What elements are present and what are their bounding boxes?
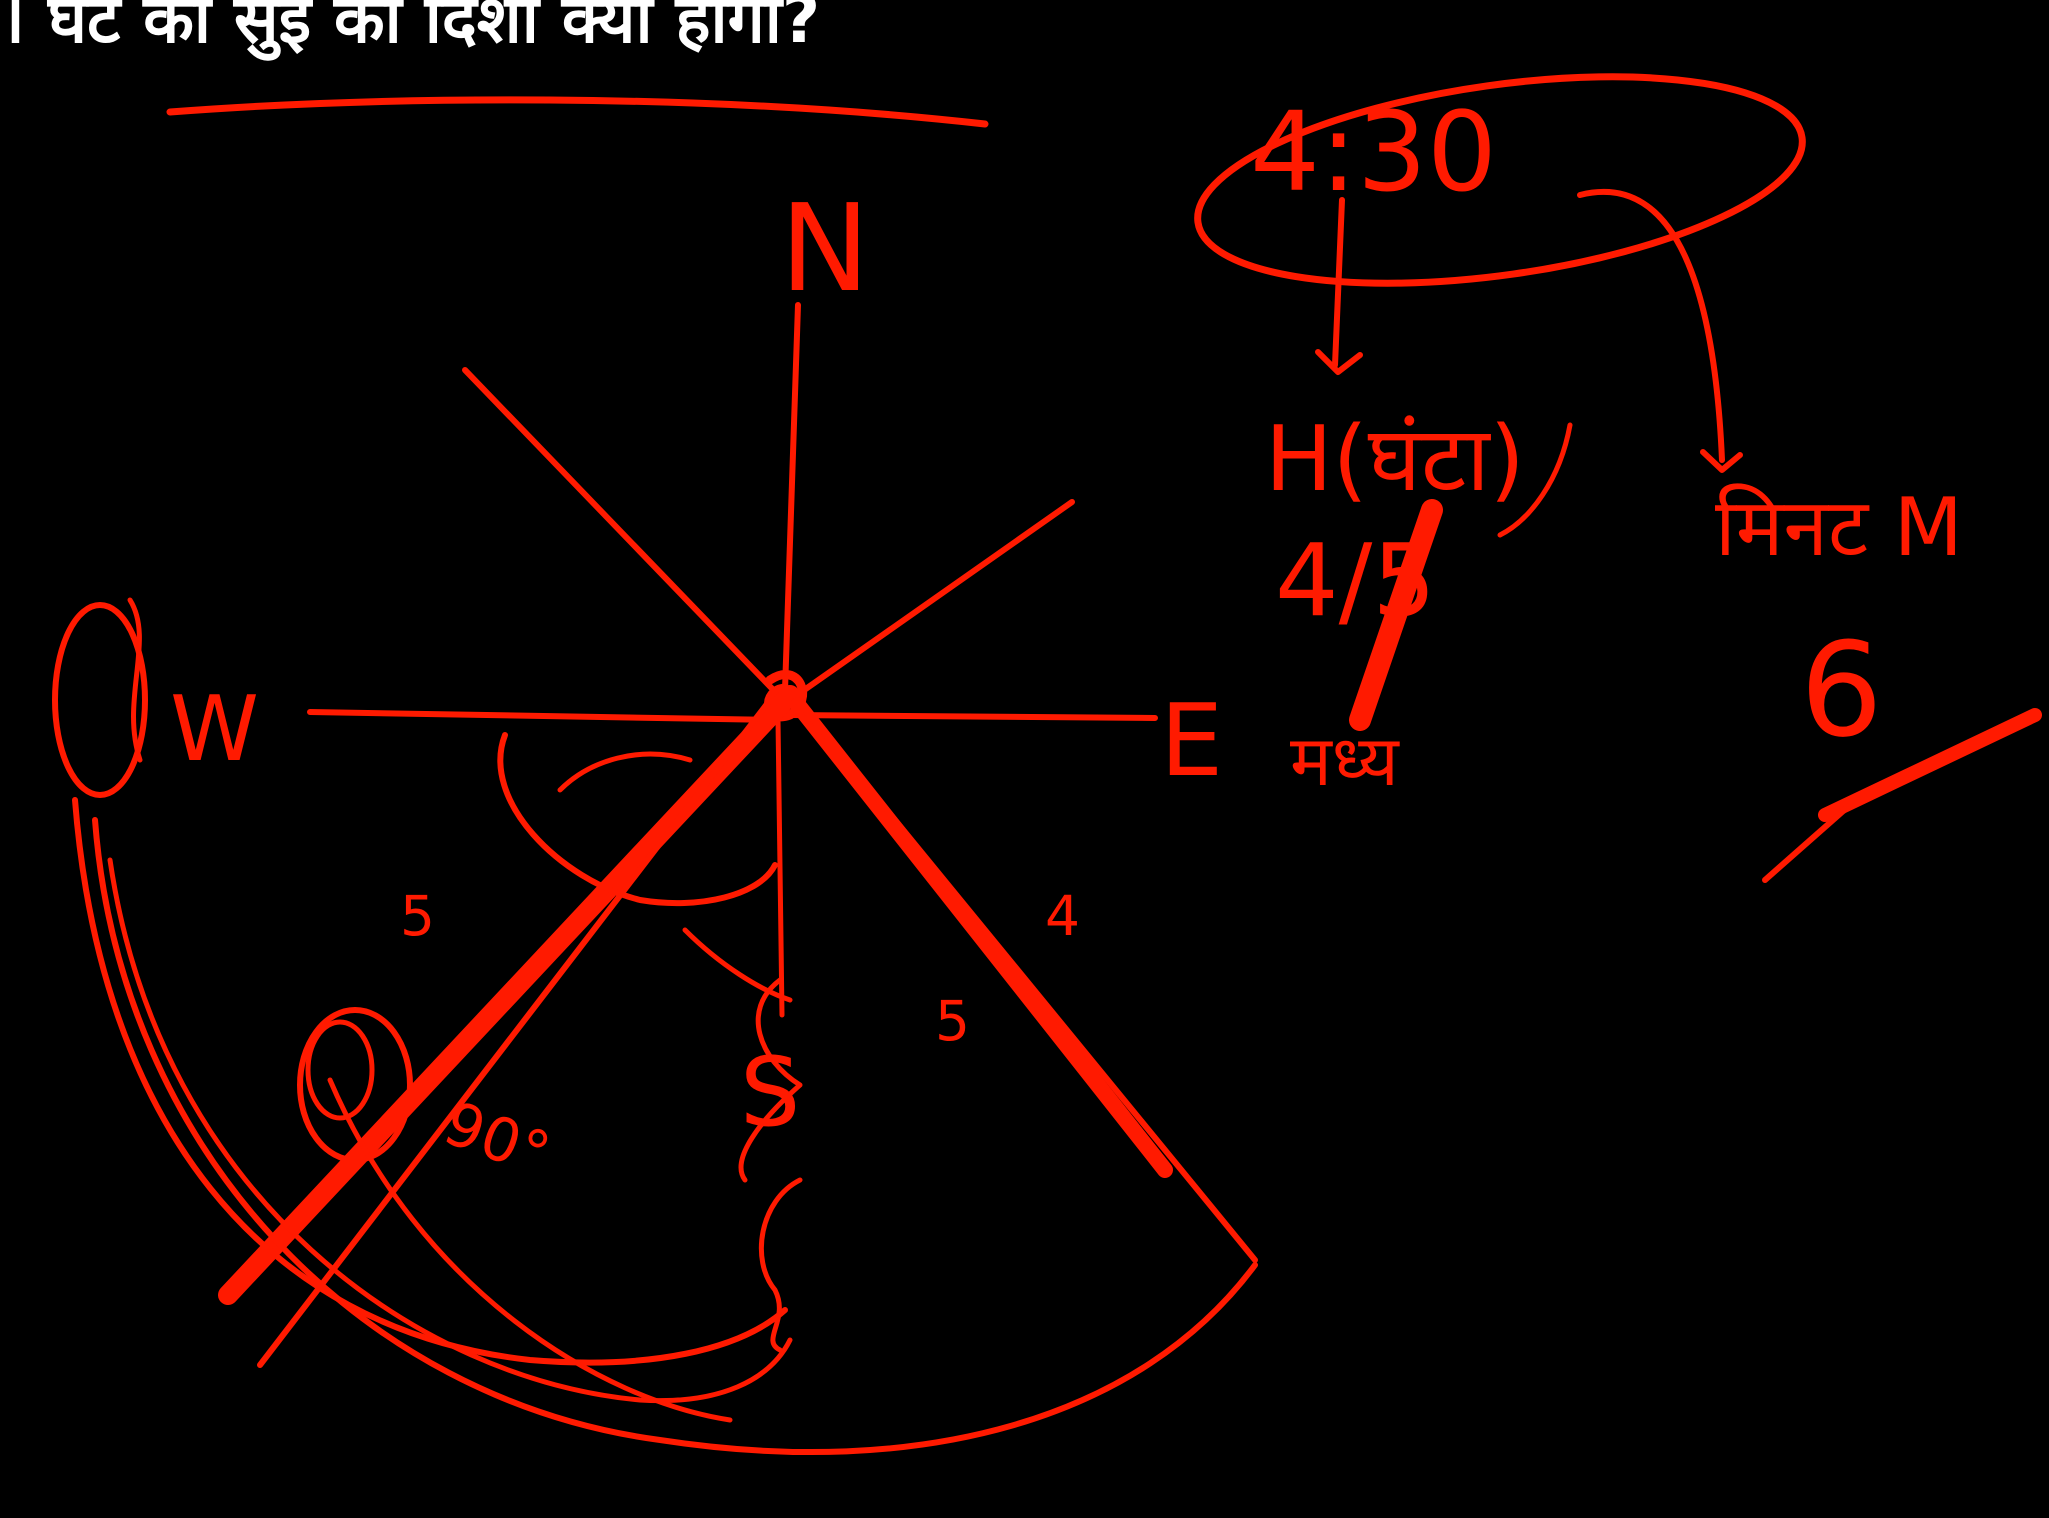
point-circle xyxy=(297,1007,413,1163)
hand-stroke-southwest-2 xyxy=(257,697,773,1368)
hour-note: मध्य xyxy=(1290,720,1400,802)
arc-large-4 xyxy=(327,1077,733,1423)
minute-hand-label: मिनट M xyxy=(1715,481,1963,574)
minute-hand-stroke-2 xyxy=(1762,802,1853,883)
label-north: N xyxy=(780,180,870,319)
point-circle-2 xyxy=(305,1019,375,1121)
west-circle xyxy=(52,602,148,798)
segment-mark-2: 4 xyxy=(1045,884,1080,948)
south-squiggle xyxy=(738,977,803,1183)
hour-between: 4/5 xyxy=(1275,522,1436,639)
arc-large-3 xyxy=(107,857,793,1404)
compass-nw-line xyxy=(462,367,788,705)
arrow-to-minute xyxy=(1577,189,1743,473)
time-value: 4:30 xyxy=(1250,88,1497,216)
label-east: E xyxy=(1160,682,1223,799)
west-scribble xyxy=(127,597,143,763)
hand-stroke-southeast xyxy=(790,697,1173,1178)
hand-stroke-southeast-2 xyxy=(802,707,1258,1263)
minute-hand-stroke xyxy=(1818,708,2042,822)
compass-west-line xyxy=(307,709,778,723)
angle-arc-west xyxy=(497,732,778,907)
question-underline xyxy=(166,96,989,128)
arrow-to-hour xyxy=(1315,197,1363,375)
question-text: । घंटे की सुई की दिशा क्या होगी? xyxy=(0,0,821,58)
compass-north-line xyxy=(782,302,801,693)
degree-mark: 90° xyxy=(435,1088,559,1190)
arc-large-2 xyxy=(72,797,788,1366)
south-point-label: S xyxy=(740,1038,800,1148)
compass-east-line xyxy=(787,712,1158,721)
hour-hand-slash xyxy=(1349,499,1443,731)
hour-hand-label: H(घंटा) xyxy=(1265,407,1525,512)
hour-bracket xyxy=(1497,422,1573,538)
minute-value: 6 xyxy=(1800,614,1883,766)
angle-arc-small xyxy=(557,751,693,793)
compass-ne-line xyxy=(787,499,1075,703)
compass-south-line xyxy=(775,717,785,1018)
arc-inner-1 xyxy=(682,927,793,1003)
arc-large-1 xyxy=(92,817,1258,1455)
label-west: W xyxy=(170,677,259,782)
segment-mark-3: 5 xyxy=(935,989,970,1053)
south-squiggle-2 xyxy=(758,1177,803,1353)
segment-mark-1: 5 xyxy=(400,884,435,948)
time-circle xyxy=(1194,73,1806,287)
